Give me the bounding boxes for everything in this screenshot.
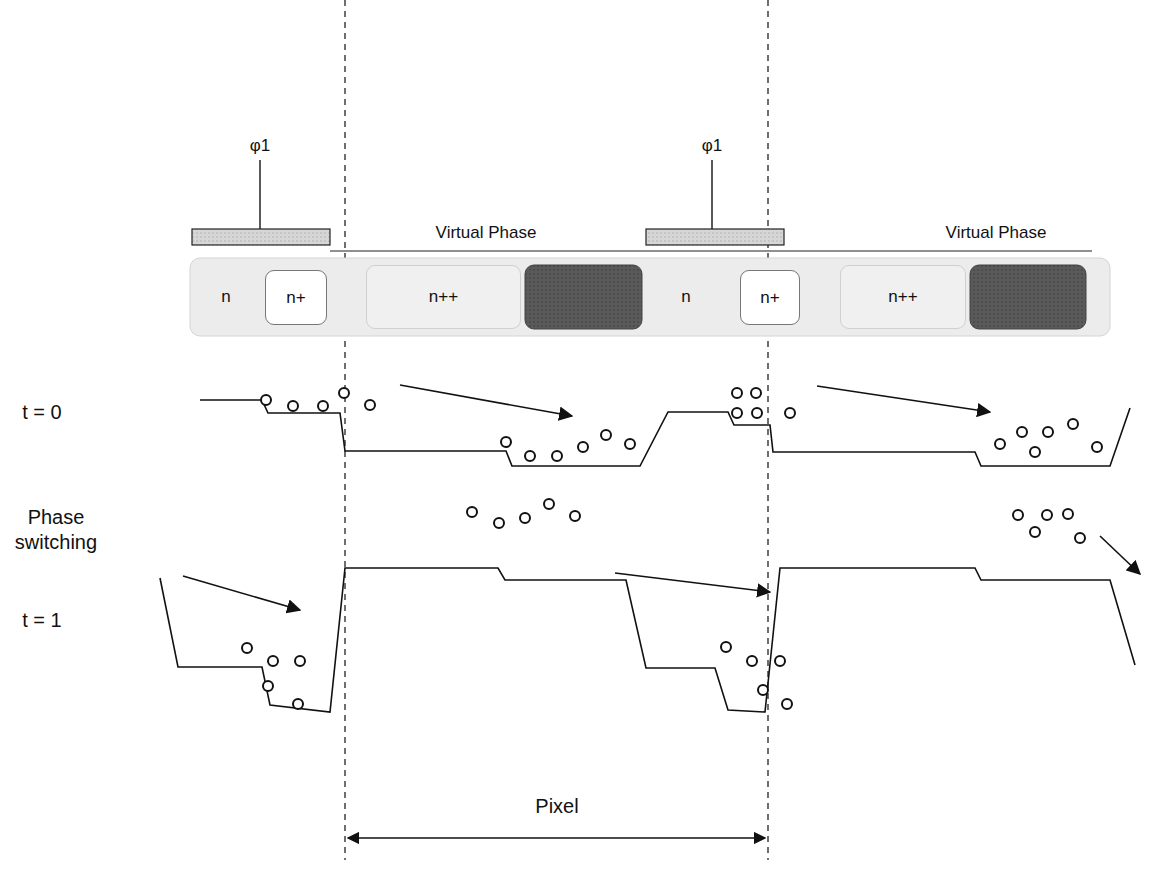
electron (995, 439, 1005, 449)
electron (552, 451, 562, 461)
electron (339, 388, 349, 398)
electron (1063, 509, 1073, 519)
virtual-phase-implant (970, 265, 1086, 329)
virtual-phase-implant (525, 265, 642, 329)
electron (752, 408, 762, 418)
region-label: n+ (286, 288, 305, 308)
electron (1030, 447, 1040, 457)
electron (293, 699, 303, 709)
electron (601, 430, 611, 440)
electron (520, 513, 530, 523)
electron (1013, 510, 1023, 520)
pixel-label: Pixel (535, 794, 578, 819)
electron (318, 401, 328, 411)
electron (288, 401, 298, 411)
n-plus-plus-region: n++ (840, 265, 966, 329)
electrons (242, 388, 1102, 709)
electron (747, 656, 757, 666)
electron (1042, 510, 1052, 520)
phase-switching-note: Phase switching (1, 505, 111, 555)
gate-phase-name: φ1 (702, 135, 722, 156)
potential-profile (160, 400, 1135, 712)
pixel-boundary (344, 0, 345, 860)
electron (261, 395, 271, 405)
n-plus-region: n+ (265, 270, 327, 325)
gate-lead (259, 160, 261, 229)
electron (1075, 533, 1085, 543)
electron (1092, 442, 1102, 452)
n-region-label: n (681, 286, 690, 307)
electron (570, 511, 580, 521)
region-label: n++ (429, 287, 458, 307)
electron (544, 499, 554, 509)
pixel-dimension (348, 837, 765, 838)
pixel-boundary (767, 0, 768, 860)
electron (242, 643, 252, 653)
electron (295, 656, 305, 666)
electron (365, 400, 375, 410)
electron (467, 507, 477, 517)
electron (775, 656, 785, 666)
n-plus-plus-region: n++ (366, 265, 521, 329)
electron (721, 642, 731, 652)
gate-phase-name: φ1 (250, 135, 270, 156)
electron (751, 388, 761, 398)
electron (578, 442, 588, 452)
gate-electrode (646, 229, 784, 245)
buried-channel (190, 258, 1110, 336)
electron (1068, 419, 1078, 429)
electron (758, 685, 768, 695)
gate-lead (711, 160, 713, 229)
virtual-phase-label: Virtual Phase (436, 222, 537, 243)
electron (268, 656, 278, 666)
electron (732, 388, 742, 398)
electron (1043, 427, 1053, 437)
region-label: n++ (888, 287, 917, 307)
time-label: t = 1 (22, 608, 61, 633)
n-plus-region: n+ (740, 270, 800, 325)
oxide-surface (330, 250, 1092, 251)
transfer-arrow (183, 385, 1140, 610)
electron (785, 408, 795, 418)
n-region-label: n (221, 286, 230, 307)
electron (732, 408, 742, 418)
electron (1017, 427, 1027, 437)
electron (263, 681, 273, 691)
electron (1030, 527, 1040, 537)
electron (525, 451, 535, 461)
region-label: n+ (760, 288, 779, 308)
electron (625, 439, 635, 449)
virtual-phase-label: Virtual Phase (946, 222, 1047, 243)
electron (501, 437, 511, 447)
electron (782, 699, 792, 709)
gate-electrode (192, 229, 330, 245)
electron (494, 518, 504, 528)
time-label: t = 0 (22, 400, 61, 425)
